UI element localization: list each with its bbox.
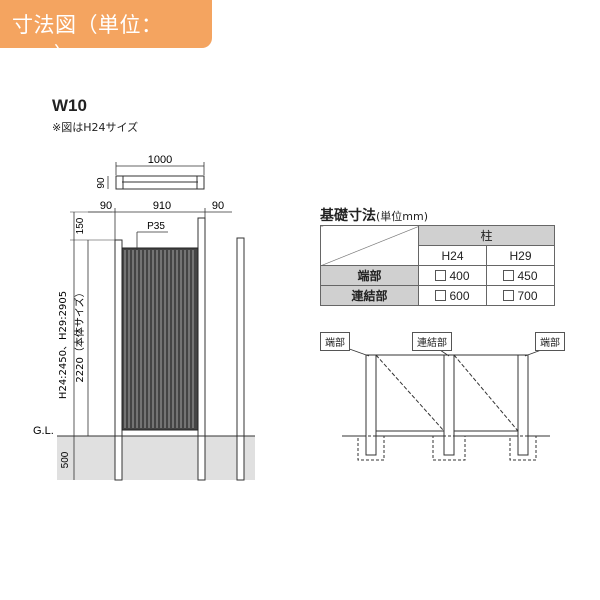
table-cell: 400 <box>418 265 487 286</box>
ground-label: G.L. <box>33 425 54 437</box>
table-corner <box>320 225 419 266</box>
dim-embed: 500 <box>60 451 71 468</box>
checkbox-icon <box>503 269 515 281</box>
checkbox-icon <box>503 289 515 301</box>
row-header: 端部 <box>320 265 419 286</box>
dim-right-post: 90 <box>212 200 224 212</box>
size-note: ※図はH24サイズ <box>52 121 139 134</box>
header-title: 寸法図（単位：mm） <box>12 13 163 67</box>
model-name: W10 <box>52 96 87 115</box>
plan-post-middle <box>443 354 455 456</box>
column-header: H24 <box>418 245 487 266</box>
table-cell: 450 <box>486 265 555 286</box>
foundation-title-text: 基礎寸法 <box>320 208 376 224</box>
plan-diag-left <box>375 354 445 432</box>
dim-1000: 1000 <box>148 154 172 166</box>
header-badge: 寸法図（単位：mm） <box>0 0 212 67</box>
dim-panel-width: 910 <box>153 200 171 212</box>
plan-foot-right <box>509 435 537 461</box>
table-row: 端部 400 450 <box>320 265 555 286</box>
dim-total-height: H24:2450、H29:2905 <box>58 291 69 399</box>
cell-value: 700 <box>517 288 538 303</box>
dim-left-post: 90 <box>100 200 112 212</box>
dim-90-depth: 90 <box>96 177 107 189</box>
slat-lines <box>124 250 194 428</box>
foundation-unit: (単位mm) <box>376 210 429 223</box>
pitch-label: P35 <box>147 221 165 232</box>
plan-foot-middle <box>432 435 466 461</box>
dim-body-height: 2220（本体サイズ） <box>73 287 86 382</box>
column-header: H29 <box>486 245 555 266</box>
top-view-post-left <box>115 175 124 190</box>
foundation-plan <box>340 345 553 461</box>
table-row: H24 H29 <box>321 245 555 266</box>
column-group-header: 柱 <box>418 225 555 246</box>
row-header: 連結部 <box>320 285 419 306</box>
top-view-post-right <box>196 175 205 190</box>
cell-value: 450 <box>517 268 538 283</box>
table-row: 柱 <box>320 225 555 266</box>
plan-foot-left <box>357 435 385 461</box>
plan-panel-left <box>375 354 445 432</box>
cell-value: 600 <box>449 288 470 303</box>
checkbox-icon <box>435 289 447 301</box>
table-cell: 600 <box>418 285 487 306</box>
plan-label-end-left: 端部 <box>320 332 350 351</box>
table-row: 連結部 600 700 <box>320 285 555 306</box>
ground-area <box>57 436 255 480</box>
plan-label-end-right: 端部 <box>535 332 565 351</box>
plan-post-left <box>365 354 377 456</box>
checkbox-icon <box>435 269 447 281</box>
post-side-view <box>236 237 245 481</box>
plan-diag-right <box>453 354 519 432</box>
plan-label-joint: 連結部 <box>412 332 452 351</box>
plan-panel-right <box>453 354 519 432</box>
foundation-title: 基礎寸法(単位mm) <box>320 205 428 225</box>
plan-post-right <box>517 354 529 456</box>
cell-value: 400 <box>449 268 470 283</box>
table-cell: 700 <box>486 285 555 306</box>
foundation-table: 柱 H24 H29 端部 400 450 連結部 600 700 <box>320 225 555 306</box>
dim-top-gap: 150 <box>75 217 86 234</box>
post-right <box>197 217 206 481</box>
post-left <box>114 239 123 481</box>
